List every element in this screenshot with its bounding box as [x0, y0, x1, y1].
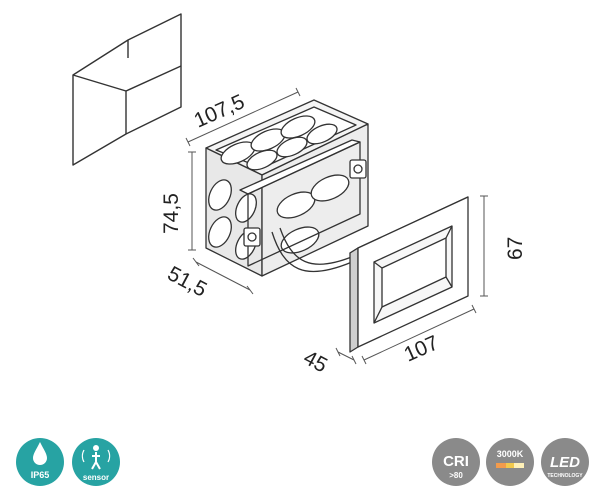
motion-sensor-icon	[81, 445, 111, 470]
cri-label: CRI	[443, 453, 469, 470]
cable	[271, 227, 355, 273]
dim-frame-height: 67	[504, 237, 527, 260]
junction-box	[205, 99, 369, 277]
light-fixture	[349, 196, 469, 353]
ip65-badge: IP65	[16, 438, 64, 486]
sensor-label: sensor	[83, 473, 109, 482]
cri-value: >80	[449, 471, 463, 480]
top-knockouts	[220, 115, 338, 171]
cutout-sketch	[72, 13, 182, 166]
dim-frame-width: 107	[401, 331, 442, 366]
temperature-scale-icon	[496, 463, 524, 468]
dim-box-depth: 51,5	[164, 262, 211, 301]
led-label: LED	[550, 454, 580, 471]
cri-badge: CRI >80	[432, 438, 480, 486]
ip-rating-label: IP65	[31, 470, 50, 480]
dimension-lines	[185, 87, 488, 365]
color-temperature-badge: 3000K	[486, 438, 534, 486]
dim-box-height: 74,5	[160, 193, 183, 234]
dim-frame-depth: 45	[300, 346, 331, 377]
led-badge: LED TECHNOLOGY	[541, 438, 589, 486]
led-technology-label: TECHNOLOGY	[547, 473, 583, 479]
dim-box-width: 107,5	[191, 90, 248, 132]
sensor-badge: sensor	[72, 438, 120, 486]
front-knockouts	[276, 174, 350, 254]
water-drop-icon	[33, 442, 47, 465]
screw-tabs	[243, 159, 367, 247]
color-temp-label: 3000K	[497, 449, 524, 459]
